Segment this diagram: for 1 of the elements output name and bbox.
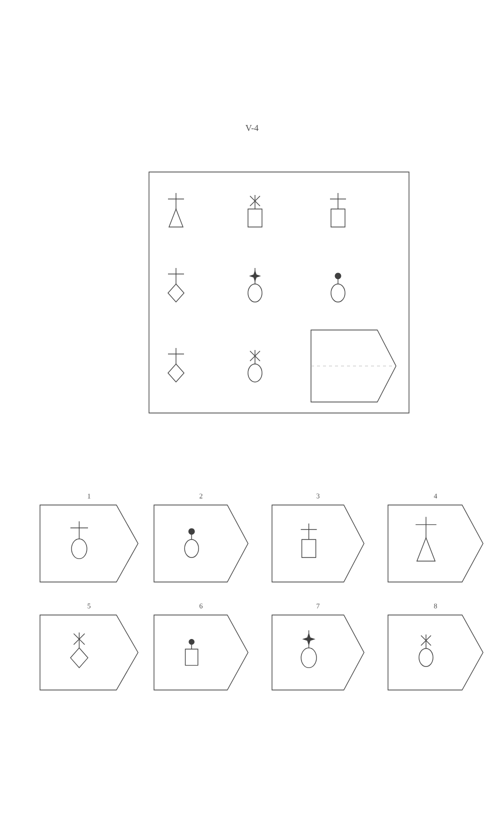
title: V-4 [246,124,258,132]
